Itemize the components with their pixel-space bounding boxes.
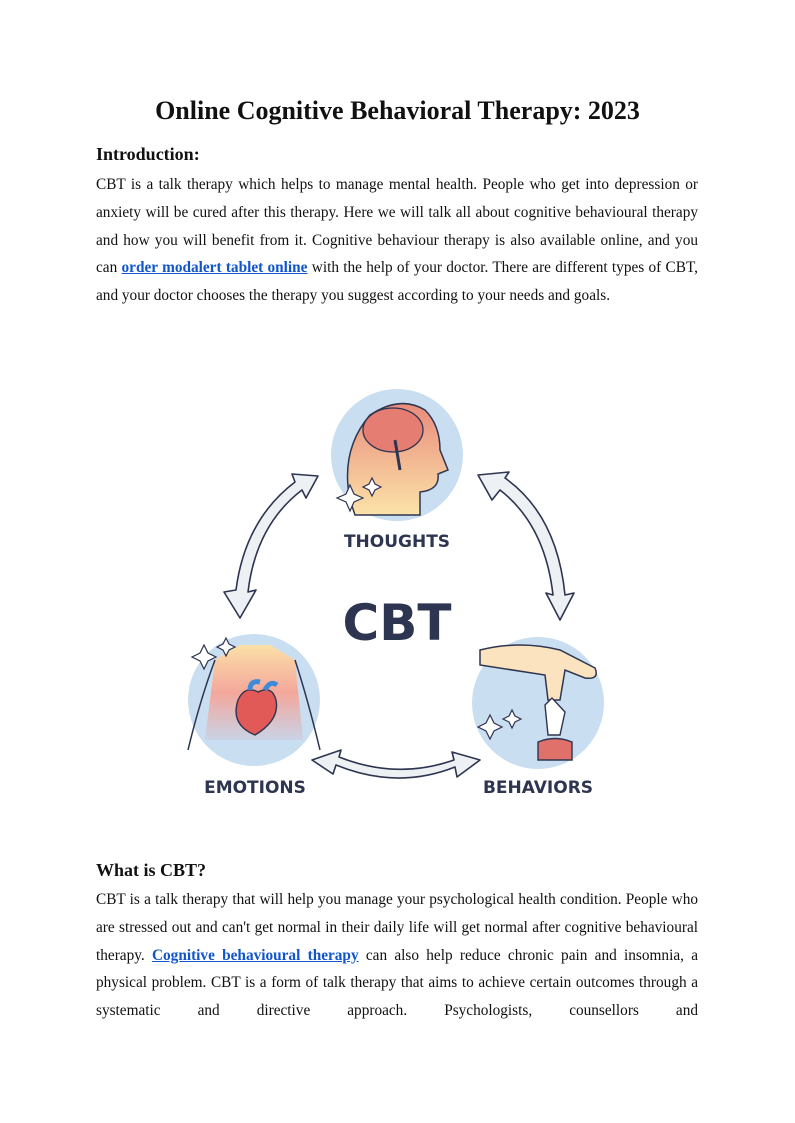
introduction-paragraph: CBT is a talk therapy which helps to man… xyxy=(96,171,698,310)
cbt-center-label: CBT xyxy=(343,594,452,652)
what-is-cbt-paragraph: CBT is a talk therapy that will help you… xyxy=(96,886,698,1025)
intro-text-2: with the help of your doctor. There are … xyxy=(96,259,698,305)
thoughts-label: THOUGHTS xyxy=(344,532,450,552)
thoughts-head-icon xyxy=(331,389,463,521)
behaviors-hand-chess-icon xyxy=(472,637,604,769)
arrow-emotions-behaviors xyxy=(311,749,481,779)
what-is-text-2: can also help reduce chronic pain and in… xyxy=(96,946,698,1020)
what-is-text-1: CBT is a talk therapy that will help you… xyxy=(96,891,698,964)
cognitive-behavioural-therapy-link[interactable]: Cognitive behavioural therapy xyxy=(151,946,359,964)
what-is-cbt-heading: What is CBT? xyxy=(96,860,207,880)
order-modalert-link[interactable]: order modalert tablet online xyxy=(121,259,308,277)
behaviors-label: BEHAVIORS xyxy=(483,778,593,798)
arrow-thoughts-behaviors xyxy=(477,471,575,621)
intro-text-1: CBT is a talk therapy which helps to man… xyxy=(96,176,698,277)
emotions-heart-icon xyxy=(187,634,321,766)
introduction-heading: Introduction: xyxy=(96,144,200,164)
page-title: Online Cognitive Behavioral Therapy: 202… xyxy=(155,96,640,125)
emotions-label: EMOTIONS xyxy=(204,778,306,798)
arrow-thoughts-emotions xyxy=(223,473,319,619)
